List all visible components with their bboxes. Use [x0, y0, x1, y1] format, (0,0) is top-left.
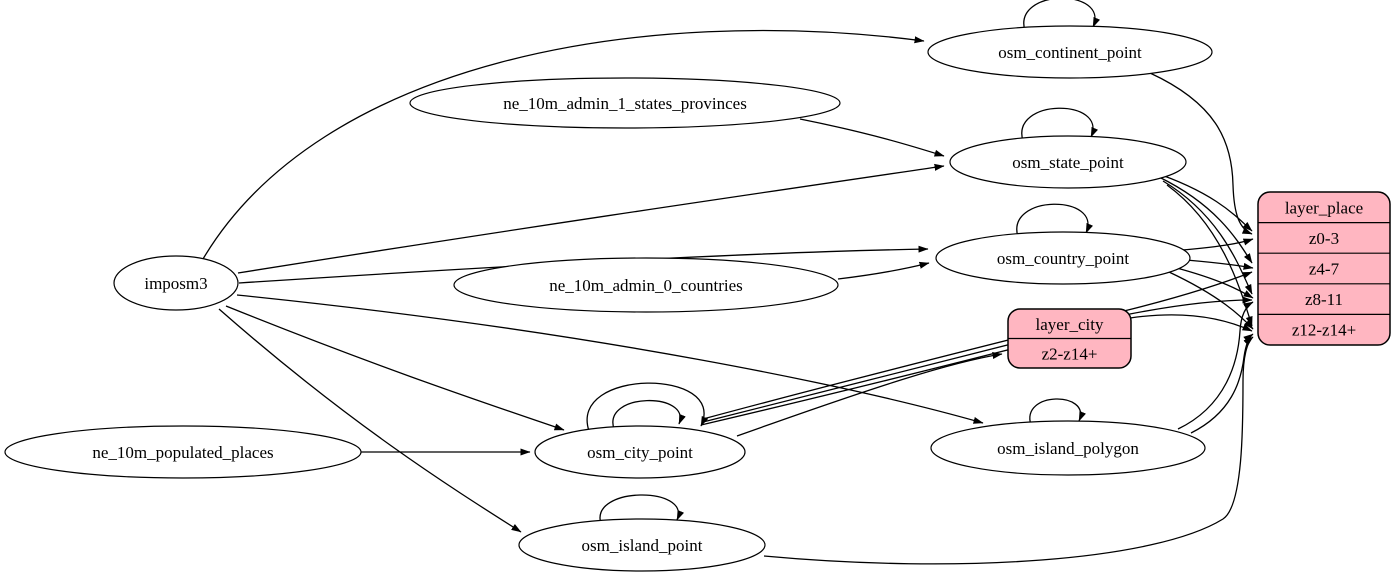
layer-record-layer_place: [1257, 191, 1391, 346]
edge-ne_10m_admin_0_countries-to-osm_country_point: [837, 261, 930, 280]
nodes-layer: imposm3 ne_10m_admin_1_states_provincesne…: [4, 25, 1391, 572]
table-ellipse-osm_continent_point: [927, 25, 1213, 79]
record-row-layer_place-z12-z14+: z12-z14+: [1292, 321, 1356, 340]
self-loop-edge-osm_island_polygon-to-osm_island_polygon: [1029, 398, 1086, 426]
table-ellipse-osm_city_point: [534, 425, 746, 479]
node-ne_10m_populated_places: ne_10m_populated_places: [4, 425, 362, 479]
self-loop-edge-osm_island_point-to-osm_island_point: [599, 494, 685, 525]
edge-osm_country_point-to-layer_place-z8-11: [1172, 266, 1254, 299]
edge-osm_island_point-to-layer_place-z12-z14+: [763, 336, 1254, 565]
edge-osm_state_point-to-layer_place-z12-z14+: [1166, 184, 1253, 327]
node-label-imposm3: imposm3: [144, 274, 207, 293]
edge-osm_continent_point-to-layer_place-z0-3: [1149, 72, 1253, 235]
self-loop-edge-osm_continent_point-to-osm_continent_point: [1023, 0, 1100, 32]
node-label-osm_state_point: osm_state_point: [1012, 153, 1124, 172]
node-osm_state_point: osm_state_point: [949, 135, 1187, 189]
edge-osm_island_polygon-to-layer_place-z8-11: [1177, 301, 1254, 430]
edge-osm_state_point-to-layer_place-z4-7: [1158, 176, 1253, 264]
edge-osm_city_point-to-layer_place-z12-z14+: [700, 314, 1253, 426]
edge-osm_island_polygon-to-layer_place-z12-z14+: [1190, 333, 1254, 434]
self-loop-edge-osm_city_point-to-osm_city_point: [612, 399, 686, 430]
table-ellipse-osm_country_point: [935, 231, 1191, 285]
node-ne_10m_admin_1_states_provinces: ne_10m_admin_1_states_provinces: [409, 77, 841, 129]
node-label-ne_10m_admin_0_countries: ne_10m_admin_0_countries: [549, 276, 743, 295]
edge-imposm3-to-osm_island_point: [218, 308, 522, 533]
edge-ne_10m_admin_1_states_provinces-to-osm_state_point: [799, 118, 945, 157]
edge-osm_city_point-to-layer_place-z8-11: [702, 296, 1253, 423]
record-row-layer_city-z2-z14+: z2-z14+: [1042, 344, 1098, 363]
table-ellipse-ne_10m_admin_1_states_provinces: [409, 77, 841, 129]
node-osm_island_point: osm_island_point: [518, 518, 766, 572]
table-ellipse-osm_island_polygon: [930, 420, 1206, 476]
self-loop-edge-osm_country_point-to-osm_country_point: [1016, 203, 1093, 238]
edge-imposm3-to-osm_state_point: [237, 163, 945, 274]
record-row-layer_place-z8-11: z8-11: [1305, 290, 1343, 309]
table-ellipse-ne_10m_populated_places: [4, 425, 362, 479]
table-ellipse-ne_10m_admin_0_countries: [453, 257, 839, 313]
node-label-ne_10m_admin_1_states_provinces: ne_10m_admin_1_states_provinces: [503, 94, 747, 113]
node-osm_island_polygon: osm_island_polygon: [930, 420, 1206, 476]
record-header-layer_place: layer_place: [1285, 198, 1363, 217]
node-label-osm_island_point: osm_island_point: [582, 536, 703, 555]
edge-imposm3-to-osm_city_point: [225, 305, 565, 431]
node-layer_city: layer_city z2-z14+: [1007, 308, 1132, 369]
self-loop-edge-osm_state_point-to-osm_state_point: [1021, 107, 1098, 142]
table-ellipse-imposm3: [113, 255, 239, 311]
node-label-osm_city_point: osm_city_point: [587, 443, 693, 462]
node-label-osm_continent_point: osm_continent_point: [998, 43, 1142, 62]
record-row-layer_place-z0-3: z0-3: [1309, 229, 1339, 248]
edge-osm_state_point-to-layer_place-z8-11: [1162, 180, 1253, 295]
node-label-osm_island_polygon: osm_island_polygon: [997, 439, 1139, 458]
self-loop-edge-osm_city_point-to-osm_city_point: [586, 382, 709, 432]
node-imposm3: imposm3: [113, 255, 239, 311]
node-label-ne_10m_populated_places: ne_10m_populated_places: [92, 443, 273, 462]
record-header-layer_city: layer_city: [1036, 315, 1104, 334]
edge-osm_city_point-to-layer_city-z2-z14+: [736, 352, 1003, 437]
table-ellipse-osm_island_point: [518, 518, 766, 572]
node-osm_continent_point: osm_continent_point: [927, 25, 1213, 79]
edge-imposm3-to-osm_continent_point: [202, 29, 925, 260]
node-osm_city_point: osm_city_point: [534, 425, 746, 479]
node-osm_country_point: osm_country_point: [935, 231, 1191, 285]
edge-osm_state_point-to-layer_place-z0-3: [1152, 171, 1253, 232]
node-label-osm_country_point: osm_country_point: [997, 249, 1129, 268]
record-row-layer_place-z4-7: z4-7: [1309, 260, 1340, 279]
node-layer_place: layer_place z0-3 z4-7 z8-11 z12-z14+: [1257, 191, 1391, 346]
edge-imposm3-to-osm_island_polygon: [236, 294, 984, 424]
node-ne_10m_admin_0_countries: ne_10m_admin_0_countries: [453, 257, 839, 313]
table-ellipse-osm_state_point: [949, 135, 1187, 189]
